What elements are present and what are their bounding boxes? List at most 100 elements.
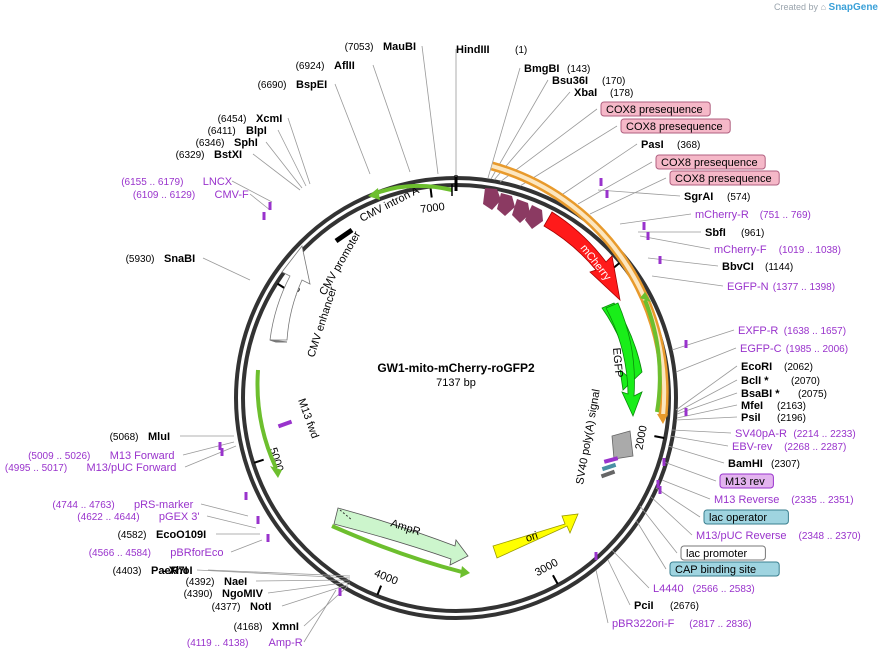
leader-line xyxy=(303,589,337,643)
primer-site-mark xyxy=(268,202,272,210)
leader-line xyxy=(490,79,549,180)
m13-fwd-mark xyxy=(277,419,293,429)
site-position: (961) xyxy=(741,228,764,239)
enzyme-name: BsaBI * xyxy=(741,388,780,400)
tick-mark xyxy=(552,574,559,585)
site-position: (4582) xyxy=(118,530,147,541)
primer-site-mark xyxy=(658,256,662,264)
site-cox8-presequence: COX8 presequence xyxy=(669,170,780,186)
site-position: (4168) xyxy=(234,622,263,633)
site-labels: HindIII(1)BmgBI(143)Bsu36I(170)XbaI(178)… xyxy=(5,41,861,649)
site-position: (2817 .. 2836) xyxy=(689,619,751,630)
site-noti: NotI(4377) xyxy=(212,601,272,613)
site-position: (2075) xyxy=(798,389,827,400)
site-prs-marker: pRS-marker(4744 .. 4763) xyxy=(52,499,193,511)
cox8-arc-arrowhead xyxy=(657,414,668,424)
site-l4440: L4440(2566 .. 2583) xyxy=(653,583,755,595)
primer-site-mark xyxy=(266,534,270,542)
site-bsabi-: BsaBI * (2075) xyxy=(741,388,827,400)
site-position: (4403) xyxy=(113,566,142,577)
enzyme-name: BclI * xyxy=(741,375,769,387)
ori-label: ori xyxy=(524,530,539,545)
feature-box-label: COX8 presequence xyxy=(606,104,703,116)
site--xhoi: - XhoI xyxy=(162,565,193,577)
site-position: (6924) xyxy=(296,61,325,72)
site-position: (2163) xyxy=(777,401,806,412)
leader-line xyxy=(206,515,257,529)
site-position: (5068) xyxy=(110,432,139,443)
site-position: (368) xyxy=(677,140,700,151)
feature-box-label: M13 rev xyxy=(725,476,765,488)
site-position: (4622 .. 4644) xyxy=(77,512,139,523)
site-m13-reverse: M13 Reverse(2335 .. 2351) xyxy=(714,494,854,506)
site-m13-forward: M13 Forward(5009 .. 5026) xyxy=(28,450,174,462)
site-position: (170) xyxy=(602,76,625,87)
site-mcherry-r: mCherry-R(751 .. 769) xyxy=(695,209,811,221)
leader-line xyxy=(249,193,271,211)
leader-line xyxy=(676,379,738,413)
enzyme-name: SgrAI xyxy=(684,191,713,203)
primer-name: EGFP-N xyxy=(727,281,769,293)
primer-site-mark xyxy=(599,178,603,186)
site-sv40pa-r: SV40pA-R(2214 .. 2233) xyxy=(735,428,856,440)
site-pbrforeco: pBRforEco(4566 .. 4584) xyxy=(89,547,224,559)
site-paer7i: PaeR7I(4403) xyxy=(113,565,188,577)
primer-name: SV40pA-R xyxy=(735,428,787,440)
leader-line xyxy=(649,495,693,536)
site-snabi: SnaBI(5930) xyxy=(126,253,196,265)
primer-site-mark xyxy=(684,340,688,348)
primer-name: pGEX 3' xyxy=(159,511,200,523)
enzyme-name: SphI xyxy=(234,137,258,149)
site-aflii: AflII (6924) xyxy=(296,60,355,72)
leader-line xyxy=(182,441,235,456)
primer-name: pRS-marker xyxy=(134,499,194,511)
leader-line xyxy=(577,161,653,205)
feature-box-label: COX8 presequence xyxy=(661,157,758,169)
egfp-label: EGFP xyxy=(610,347,625,378)
primer-site-mark xyxy=(220,448,224,456)
enzyme-name: AflII xyxy=(334,60,355,72)
site-pgex-3-: pGEX 3' (4622 .. 4644) xyxy=(77,511,199,523)
tick-mark xyxy=(253,458,264,464)
primer-name: CMV-F xyxy=(215,189,250,201)
leader-line xyxy=(675,347,737,373)
site-bamhi: BamHI(2307) xyxy=(728,458,800,470)
site-position: (2676) xyxy=(670,601,699,612)
leader-line xyxy=(202,257,251,281)
site-mlui: MluI(5068) xyxy=(110,431,170,443)
site-position: (1) xyxy=(515,45,527,56)
enzyme-name: EcoO109I xyxy=(156,529,206,541)
feature-box-label: lac operator xyxy=(709,512,767,524)
leader-line xyxy=(655,487,701,518)
primer-name: pBR322ori-F xyxy=(612,618,675,630)
map-length: 7137 bp xyxy=(436,377,476,389)
primer-site-mark xyxy=(646,232,650,240)
tick-mark xyxy=(376,585,383,596)
site-sphi: SphI(6346) xyxy=(196,137,258,149)
site-position: (4119 .. 4138) xyxy=(187,638,249,649)
site-position: (6454) xyxy=(218,114,247,125)
leader-line xyxy=(661,479,711,500)
enzyme-name: BbvCI xyxy=(722,261,754,273)
site-sgrai: SgrAI(574) xyxy=(684,191,750,203)
site-position: (2196) xyxy=(777,413,806,424)
enzyme-name: BstXI xyxy=(214,149,242,161)
feature-box xyxy=(719,473,774,489)
leader-line xyxy=(372,64,411,173)
enzyme-name: PsiI xyxy=(741,412,761,424)
site-position: (1985 .. 2006) xyxy=(786,344,848,355)
cmv-enhancer-arrow xyxy=(269,245,311,341)
leader-line xyxy=(287,117,311,185)
enzyme-name: BlpI xyxy=(246,125,267,137)
enzyme-name: SbfI xyxy=(705,227,726,239)
enzyme-name: HindIII xyxy=(456,44,490,56)
enzyme-name: - XhoI xyxy=(162,565,193,577)
leader-line xyxy=(559,143,638,197)
enzyme-name: NotI xyxy=(250,601,271,613)
site-position: (1638 .. 1657) xyxy=(784,326,846,337)
primer-name: M13/pUC Forward xyxy=(87,462,177,474)
site-position: (2566 .. 2583) xyxy=(693,584,755,595)
leader-line xyxy=(493,91,571,181)
leader-line xyxy=(611,549,650,589)
site-cox8-presequence: COX8 presequence xyxy=(655,154,766,170)
